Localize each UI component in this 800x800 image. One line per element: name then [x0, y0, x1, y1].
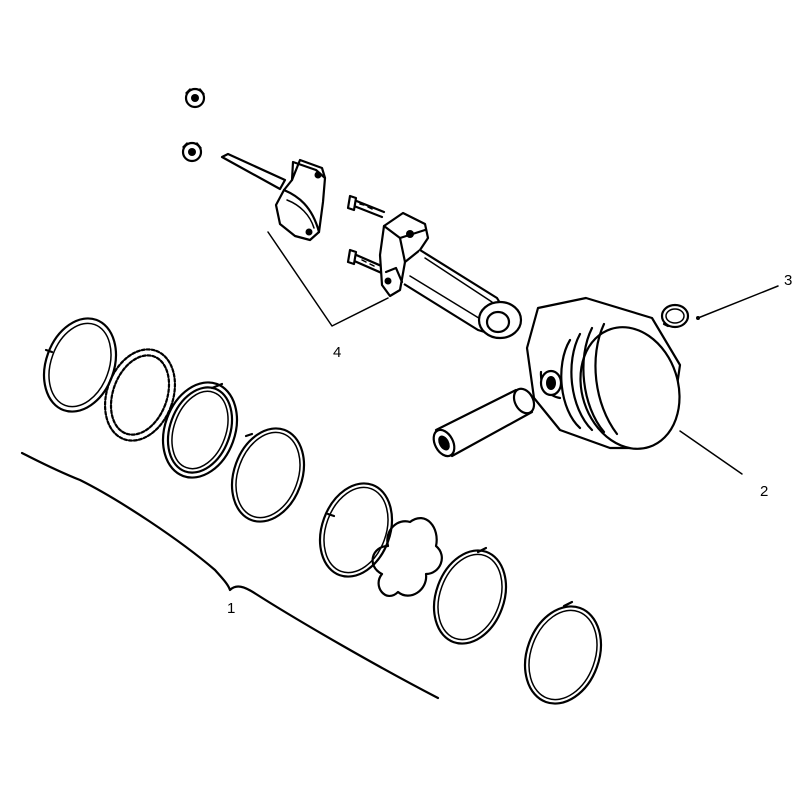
callout-2: 2	[760, 483, 768, 500]
wrist-pin	[432, 387, 536, 458]
connecting-rod	[346, 194, 523, 340]
snap-ring	[660, 303, 690, 329]
nut-upper	[184, 87, 206, 109]
callout-3: 3	[784, 272, 792, 289]
ring-set-brace	[20, 451, 440, 700]
oil-ring-b	[432, 546, 508, 645]
piston	[525, 296, 682, 450]
callout-4: 4	[333, 344, 341, 361]
ring-set-a	[42, 317, 306, 523]
leader-line-piston	[679, 430, 743, 475]
compression-ring-b2	[523, 600, 603, 705]
callout-1: 1	[227, 600, 235, 617]
leader-dot	[696, 316, 700, 320]
ring-set-b	[318, 482, 603, 705]
leader-line-connecting-rod	[267, 231, 389, 327]
rod-cap	[220, 152, 327, 242]
oil-ring-a	[161, 381, 239, 479]
oil-ring-expander-b	[371, 517, 443, 598]
oil-ring-expander-a	[103, 348, 177, 442]
compression-ring-a2	[230, 427, 306, 523]
leader-line-snap-ring	[697, 285, 779, 319]
nut-lower	[181, 141, 203, 163]
compression-ring-a1	[42, 317, 118, 413]
